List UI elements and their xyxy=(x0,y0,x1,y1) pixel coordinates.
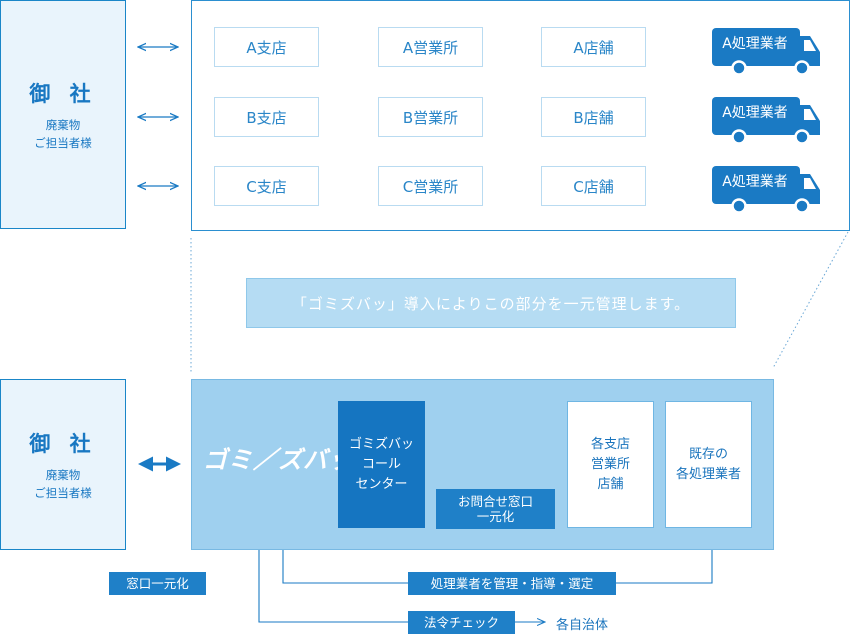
node-office-c: C営業所 xyxy=(378,166,483,206)
client-sub: 廃棄物 ご担当者様 xyxy=(34,466,92,502)
client-name: 御 社 xyxy=(29,431,97,456)
legal-check-tag: 法令チェック xyxy=(408,611,515,634)
node-store-b: B店舗 xyxy=(541,97,646,137)
inquiry-line2: 一元化 xyxy=(476,509,515,524)
summary-banner: 「ゴミズバッ」導入によりこの部分を一元管理します。 xyxy=(246,278,736,328)
inquiry-window-tag: お問合せ窓口 一元化 xyxy=(436,489,555,529)
vendor-label-a: A処理業者 xyxy=(722,36,788,52)
vendors-line2: 各処理業者 xyxy=(675,466,741,482)
locations-line2: 営業所 xyxy=(590,456,630,472)
node-branch-a: A支店 xyxy=(214,27,319,67)
vendors-line1: 既存の xyxy=(688,446,728,462)
locations-box: 各支店 営業所 店舗 xyxy=(567,401,654,528)
node-store-a: A店舗 xyxy=(541,27,646,67)
municipality-label: 各自治体 xyxy=(556,618,609,633)
vendor-label-b: A処理業者 xyxy=(722,105,788,121)
node-office-a: A営業所 xyxy=(378,27,483,67)
call-center-line2: コール xyxy=(361,456,401,472)
inquiry-line1: お問合せ窓口 xyxy=(457,494,533,509)
locations-line1: 各支店 xyxy=(590,436,630,452)
client-sub-line1: 廃棄物 xyxy=(45,467,81,482)
gomizuba-logo: ゴミ／ズバッ xyxy=(203,440,352,484)
truck-icon xyxy=(712,166,820,214)
vendor-label-c: A処理業者 xyxy=(722,174,788,190)
existing-vendors-box: 既存の 各処理業者 xyxy=(665,401,752,528)
logo-text: ゴミ／ズバッ xyxy=(203,446,353,474)
client-box-top: 御 社 廃棄物 ご担当者様 xyxy=(0,0,126,229)
node-office-b: B営業所 xyxy=(378,97,483,137)
truck-icon xyxy=(712,28,820,76)
truck-icon xyxy=(712,97,820,145)
vendor-truck-a: A処理業者 xyxy=(712,20,820,82)
client-sub-line1: 廃棄物 xyxy=(45,117,81,132)
client-sub-line2: ご担当者様 xyxy=(34,135,92,150)
call-center-line3: センター xyxy=(355,476,408,492)
node-branch-b: B支店 xyxy=(214,97,319,137)
client-name: 御 社 xyxy=(29,81,97,106)
node-branch-c: C支店 xyxy=(214,166,319,206)
vendor-truck-c: A処理業者 xyxy=(712,158,820,220)
client-box-bottom: 御 社 廃棄物 ご担当者様 xyxy=(0,379,126,550)
client-sub: 廃棄物 ご担当者様 xyxy=(34,116,92,152)
node-store-c: C店舗 xyxy=(541,166,646,206)
vendor-management-tag: 処理業者を管理・指導・選定 xyxy=(408,572,616,595)
call-center-box: ゴミズバッ コール センター xyxy=(338,401,425,528)
vendor-truck-b: A処理業者 xyxy=(712,89,820,151)
locations-line3: 店舗 xyxy=(597,476,624,492)
client-sub-line2: ご担当者様 xyxy=(34,485,92,500)
call-center-line1: ゴミズバッ xyxy=(348,436,414,452)
window-unification-tag: 窓口一元化 xyxy=(109,572,206,595)
zoom-line-right xyxy=(772,231,849,369)
